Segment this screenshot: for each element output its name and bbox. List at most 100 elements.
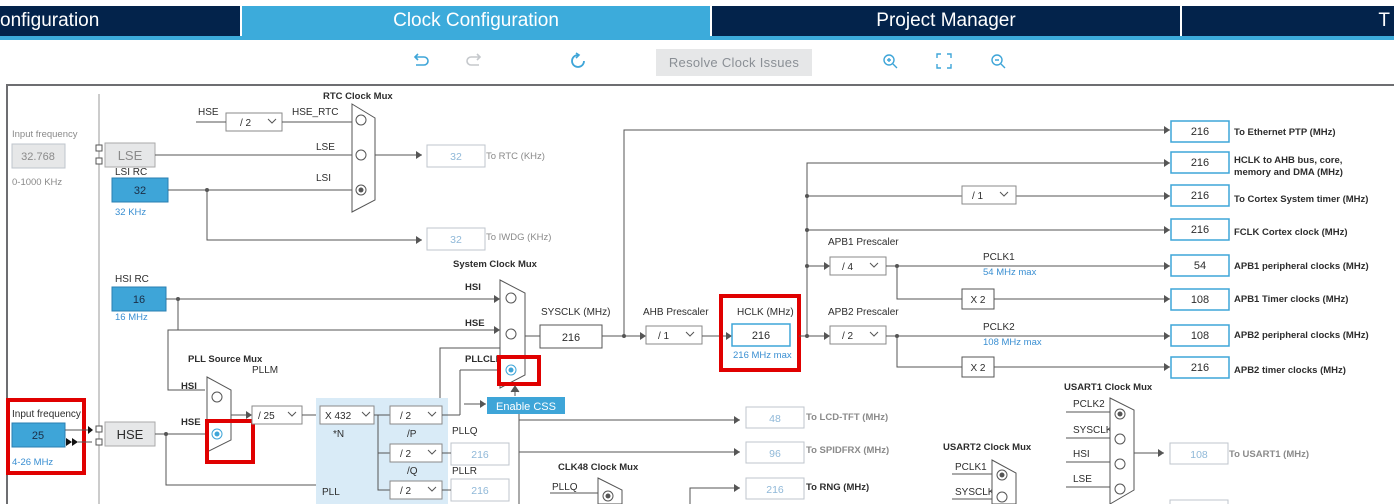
usart1-input-sysclk: SYSCLK [1073,425,1113,436]
tab-underline [0,36,1394,40]
rng-output-field[interactable] [745,477,805,500]
fit-icon[interactable] [935,52,953,70]
lcd-tft-output-label: To LCD-TFT (MHz) [806,412,888,423]
cortex-timer-divider-select[interactable] [961,185,1017,205]
pll-src-radio-hsi[interactable] [211,391,223,403]
usart1-mux-radio-hsi[interactable] [1114,458,1126,470]
usart1-input-hsi: HSI [1073,449,1090,460]
spdifrx-output-value: 96 [769,448,781,460]
output-label: APB2 peripheral clocks (MHz) [1234,330,1369,341]
rng-output-label: To RNG (MHz) [806,482,869,493]
clk48-pllq-label: PLLQ [552,482,578,493]
usart1-clock-mux [1109,397,1135,504]
rtc-output-label: To RTC (KHz) [486,151,545,162]
usart2-output-field[interactable] [1169,499,1229,504]
lse-frequency-field[interactable] [11,143,66,169]
output-cortex-system-timer: 216 To Cortex System timer (MHz) [1170,184,1368,207]
output-field[interactable] [1170,218,1230,241]
hclk-field[interactable] [731,323,791,347]
output-field[interactable] [1170,356,1230,379]
output-field[interactable] [1170,288,1230,311]
pclk2-label: PCLK2 [983,322,1015,333]
lcd-tft-output-field[interactable] [745,406,805,429]
tab-tools[interactable]: T [1182,6,1394,36]
tab-pinout-configuration[interactable]: onfiguration [0,6,240,36]
tab-bar: onfiguration Clock Configuration Project… [0,0,1394,40]
pll-label: PLL [322,487,340,498]
pll-source-mux [206,376,232,453]
pllq-select[interactable] [389,443,443,463]
apb1-prescaler-select[interactable] [829,256,887,276]
pllr-value: / 2 [400,486,412,497]
tab-project-manager[interactable]: Project Manager [712,6,1180,36]
apb1-x2-label: X 2 [970,295,985,306]
hse-frequency-field[interactable] [11,422,66,448]
usart2-mux-title: USART2 Clock Mux [943,442,1032,453]
lsi-label: LSI RC [115,167,147,178]
redo-icon[interactable] [465,52,483,70]
usart1-output-field[interactable] [1169,442,1229,465]
pllq-div-label: /Q [407,466,418,477]
iwdg-output-field[interactable] [426,227,486,251]
pllr-select[interactable] [389,480,443,500]
iwdg-output-label: To IWDG (KHz) [486,232,551,243]
rtc-mux-radio-hse[interactable] [355,114,367,126]
arrow-up-icon [510,385,520,396]
usart2-clock-mux [991,459,1017,504]
chevron-down-icon [999,191,1009,197]
usart1-mux-radio-sysclk[interactable] [1114,433,1126,445]
ahb-prescaler-select[interactable] [645,325,703,345]
hsi-value: 16 [133,294,145,306]
tab-clock-configuration[interactable]: Clock Configuration [242,6,710,36]
usart2-mux-radio-sysclk[interactable] [996,491,1008,503]
sys-mux-hse-label: HSE [465,318,485,329]
output-field[interactable] [1170,151,1230,174]
usart1-mux-radio-lse[interactable] [1114,483,1126,495]
highlight-box [719,294,801,372]
highlight-box [497,355,541,386]
output-field[interactable] [1170,120,1230,143]
chevron-down-icon [685,331,695,337]
hsi-label: HSI RC [115,274,149,285]
resolve-clock-issues-button[interactable]: Resolve Clock Issues [656,49,812,76]
hse-frequency-value: 25 [32,430,44,442]
enable-css-button[interactable] [487,397,565,414]
enable-css-label: Enable CSS [496,401,556,413]
hsi-block[interactable] [111,286,167,312]
pllq-output-field[interactable] [450,442,510,466]
plln-label: *N [333,429,344,440]
clk48-mux-title: CLK48 Clock Mux [558,462,639,473]
undo-icon[interactable] [412,52,430,70]
lse-block[interactable] [104,142,156,168]
reset-icon[interactable] [569,52,587,70]
pclk1-max: 54 MHz max [983,267,1037,278]
zoom-in-icon[interactable] [881,52,899,70]
output-fclk-cortex: 216 FCLK Cortex clock (MHz) [1170,218,1347,241]
rng-output-value: 216 [766,484,784,496]
lsi-block[interactable] [111,177,169,203]
zoom-out-icon[interactable] [989,52,1007,70]
sys-mux-radio-hsi[interactable] [505,292,517,304]
output-apb1-peripheral: 54 APB1 peripheral clocks (MHz) [1170,254,1369,277]
output-field[interactable] [1170,324,1230,347]
hsi-unit: 16 MHz [115,312,148,323]
sys-mux-radio-hse[interactable] [505,328,517,340]
pllp-value: / 2 [400,411,412,422]
rtc-output-field[interactable] [426,144,486,168]
apb2-x2-label: X 2 [970,363,985,374]
hse-input-label: Input frequency [12,409,81,420]
canvas-frame [6,84,1394,504]
spdifrx-output-field[interactable] [745,441,805,464]
sys-mux-pllclk-label: PLLCLK [465,354,503,365]
rtc-mux-radio-lse[interactable] [355,149,367,161]
pllp-select[interactable] [389,405,443,425]
output-field[interactable] [1170,254,1230,277]
usart1-input-pclk2: PCLK2 [1073,399,1105,410]
apb2-prescaler-select[interactable] [829,325,887,345]
arrow-icon [416,151,422,159]
output-apb2-peripheral: 108 APB2 peripheral clocks (MHz) [1170,324,1369,347]
lse-block-label: LSE [118,148,143,163]
chevron-down-icon [361,411,371,417]
output-field[interactable] [1170,184,1230,207]
sysclk-label: SYSCLK (MHz) [541,307,610,318]
